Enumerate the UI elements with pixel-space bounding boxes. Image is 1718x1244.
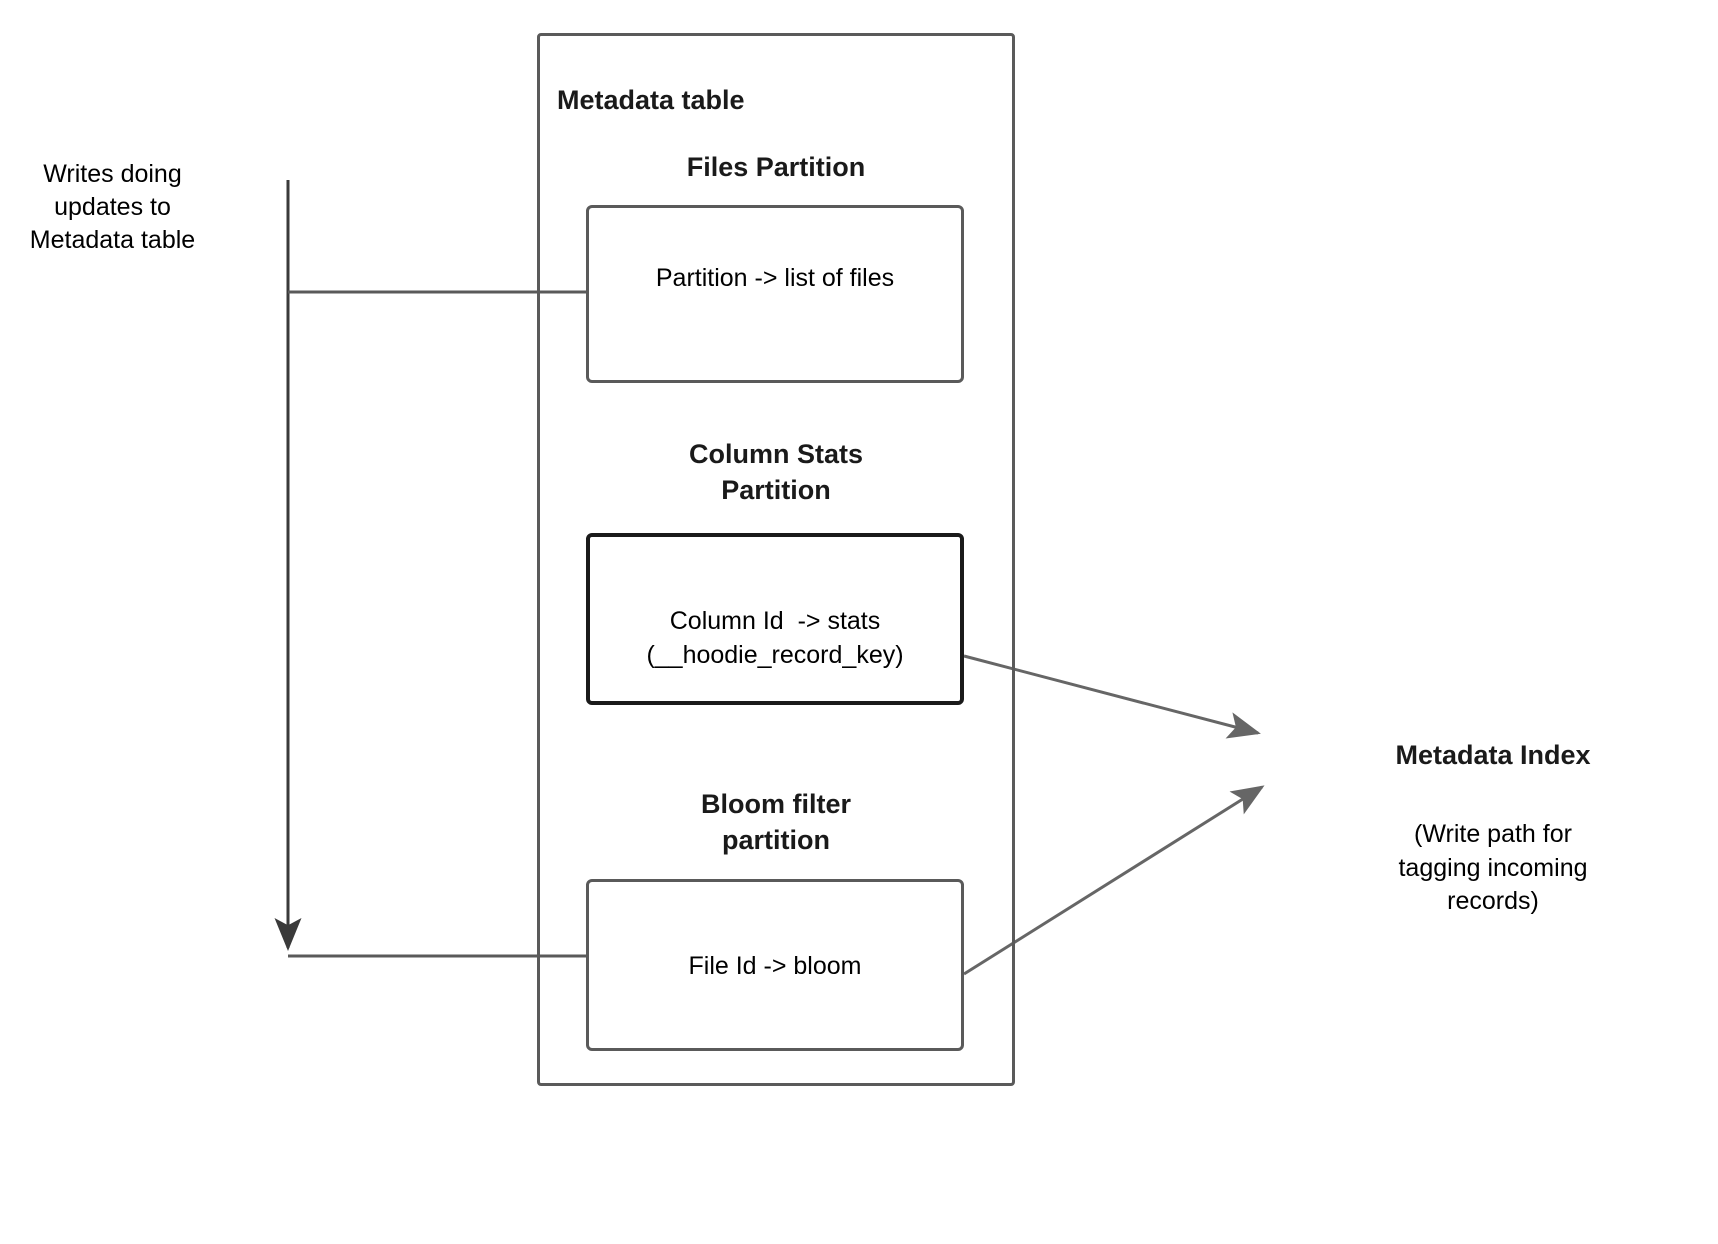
column-stats-box-text-line2: (__hoodie_record_key) <box>646 641 904 669</box>
column-stats-box-text-line1: Column Id -> stats <box>669 607 881 635</box>
column-stats-partition-heading: Column Stats Partition <box>688 439 863 505</box>
bloom-filter-box-text: File Id -> bloom <box>688 952 862 980</box>
bloom-filter-partition-box: File Id -> bloom <box>586 879 964 1051</box>
files-partition-box-text: Partition -> list of files <box>655 264 895 292</box>
metadata-table-title: Metadata table <box>557 85 745 115</box>
column-stats-partition-box: Column Id -> stats (__hoodie_record_key) <box>586 533 964 705</box>
bloom-filter-partition-heading: Bloom filter partition <box>700 789 851 855</box>
files-partition-heading: Files Partition <box>686 152 866 182</box>
files-partition-box: Partition -> list of files <box>586 205 964 383</box>
metadata-table-container <box>537 33 1015 1086</box>
metadata-index-note: (Write path for tagging incoming records… <box>1398 820 1588 915</box>
metadata-index-title: Metadata Index <box>1395 740 1591 770</box>
writes-updates-label: Writes doing updates to Metadata table <box>29 160 196 254</box>
